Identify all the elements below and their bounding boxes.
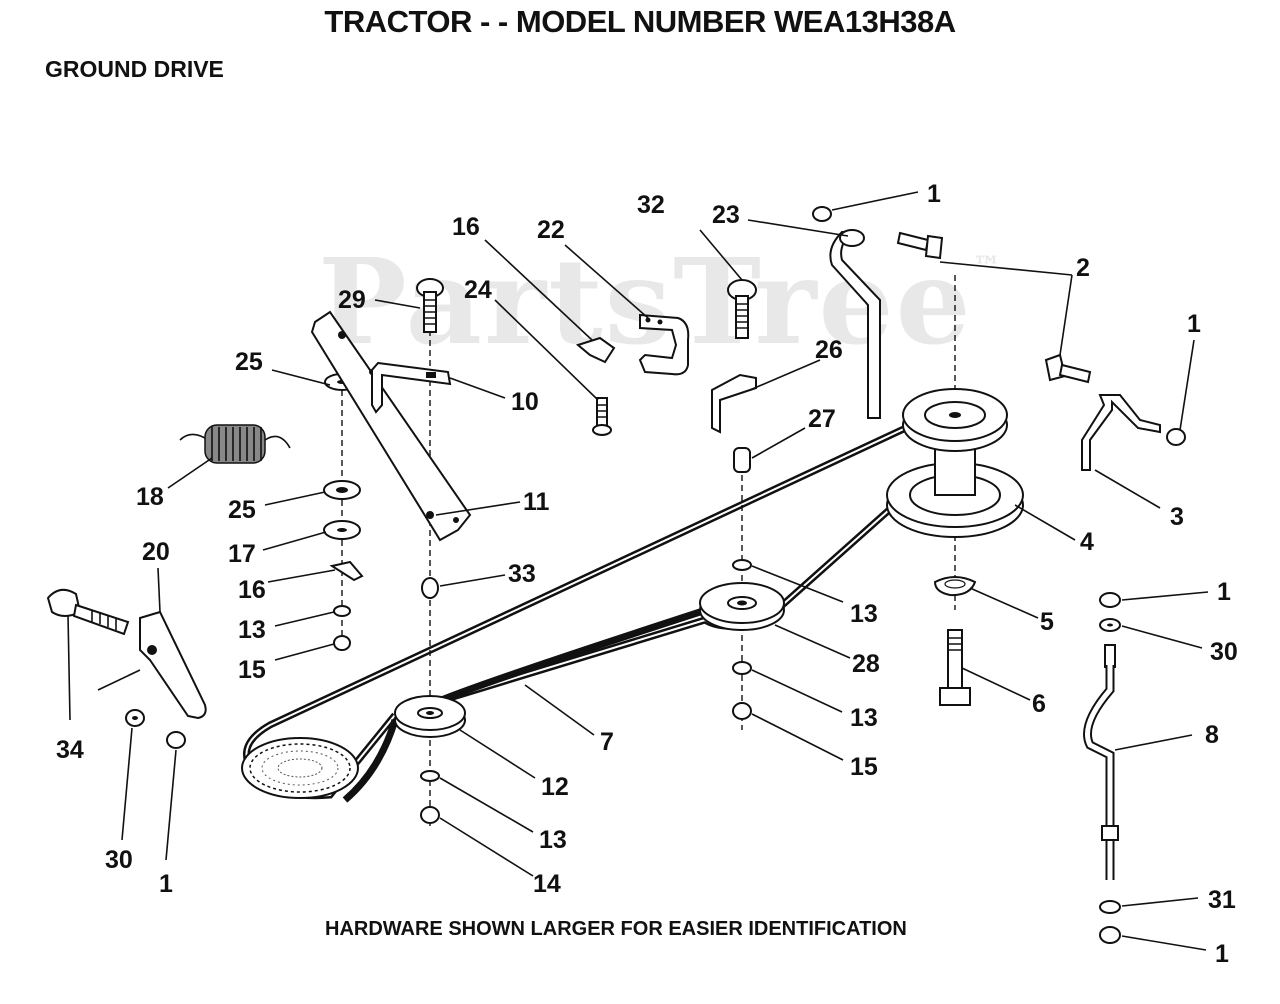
lever-20 <box>46 588 207 749</box>
rod-23 <box>812 206 944 419</box>
callout-label: 14 <box>533 870 561 898</box>
hardware-5-6 <box>933 576 977 706</box>
callout-label: 28 <box>852 650 880 678</box>
callout-label: 7 <box>600 728 614 756</box>
idler-pulley-12 <box>394 300 466 830</box>
callout-label: 4 <box>1080 528 1094 556</box>
drive-belt-assembly <box>243 401 993 803</box>
callout-label: 29 <box>338 286 366 314</box>
callout-label: 20 <box>142 538 170 566</box>
idler-pulley-28 <box>699 455 785 730</box>
footer-note: HARDWARE SHOWN LARGER FOR EASIER IDENTIF… <box>325 918 907 940</box>
callout-label: 1 <box>159 870 173 898</box>
callout-label: 6 <box>1032 690 1046 718</box>
callout-label: 31 <box>1208 886 1236 914</box>
spring-18 <box>179 424 291 464</box>
callout-label: 13 <box>850 704 878 732</box>
callout-label: 23 <box>712 201 740 229</box>
bracket-10 <box>371 361 452 414</box>
callout-label: 25 <box>228 496 256 524</box>
rod-3 <box>1044 353 1186 471</box>
callout-label: 1 <box>1187 310 1201 338</box>
callout-label: 5 <box>1040 608 1054 636</box>
callout-label: 26 <box>815 336 843 364</box>
callout-label: 2 <box>1076 254 1090 282</box>
hardware-column-center <box>416 278 444 824</box>
callout-label: 32 <box>637 191 665 219</box>
callout-label: 13 <box>850 600 878 628</box>
callout-label: 13 <box>238 616 266 644</box>
callout-label: 12 <box>541 773 569 801</box>
engine-pulley <box>886 275 1024 610</box>
callout-labels: 1 23 32 22 16 2 29 24 1 26 25 10 27 18 1… <box>56 180 1238 968</box>
callout-label: 1 <box>1215 940 1229 968</box>
callout-label: 33 <box>508 560 536 588</box>
section-subtitle: GROUND DRIVE <box>45 56 224 82</box>
callout-label: 24 <box>464 276 492 304</box>
callout-label: 27 <box>808 405 836 433</box>
callout-label: 15 <box>238 656 266 684</box>
callout-label: 10 <box>511 388 539 416</box>
callout-label: 16 <box>452 213 480 241</box>
idler-arm <box>310 310 472 542</box>
callout-label: 1 <box>927 180 941 208</box>
callout-label: 11 <box>523 488 550 516</box>
transmission-pulley <box>241 737 359 799</box>
callout-label: 18 <box>136 483 164 511</box>
callout-label: 22 <box>537 216 565 244</box>
callout-label: 13 <box>539 826 567 854</box>
rod-8-assembly <box>1083 592 1121 944</box>
callout-label: 17 <box>228 540 256 568</box>
callout-label: 30 <box>105 846 133 874</box>
callout-label: 25 <box>235 348 263 376</box>
diagram-title: TRACTOR - - MODEL NUMBER WEA13H38A <box>324 4 956 39</box>
leader-lines <box>67 191 1209 951</box>
callout-label: 16 <box>238 576 266 604</box>
callout-label: 34 <box>56 736 84 764</box>
callout-label: 15 <box>850 753 878 781</box>
hardware-column-right <box>711 279 757 720</box>
callout-label: 3 <box>1170 503 1184 531</box>
hardware-column-left <box>323 373 364 651</box>
hardware-24-22 <box>575 313 690 436</box>
callout-label: 8 <box>1205 721 1219 749</box>
callout-label: 30 <box>1210 638 1238 666</box>
callout-label: 1 <box>1217 578 1231 606</box>
